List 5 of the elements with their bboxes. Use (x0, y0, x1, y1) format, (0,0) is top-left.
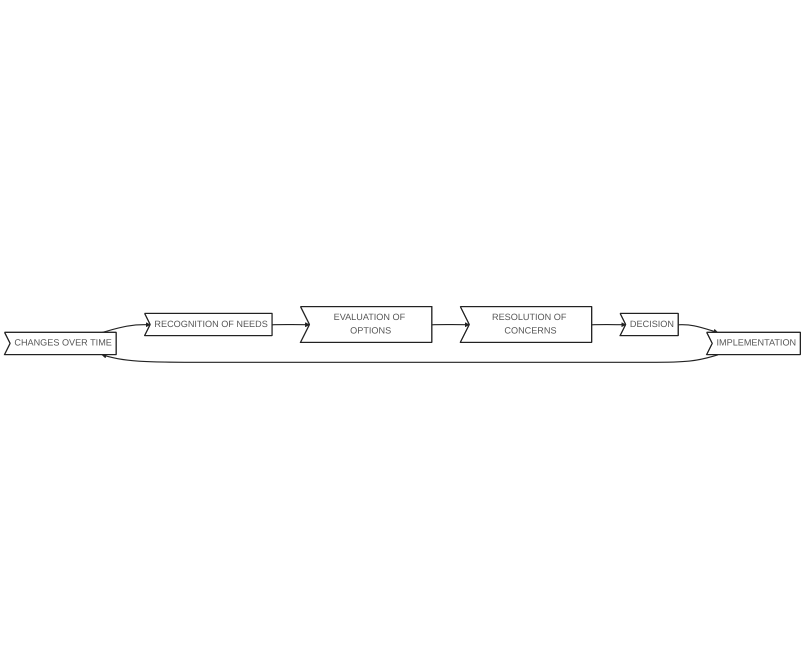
arrow (102, 354, 718, 363)
arrow (678, 324, 718, 334)
arrow (592, 322, 626, 328)
arrow (432, 322, 470, 328)
arrow (272, 322, 310, 328)
